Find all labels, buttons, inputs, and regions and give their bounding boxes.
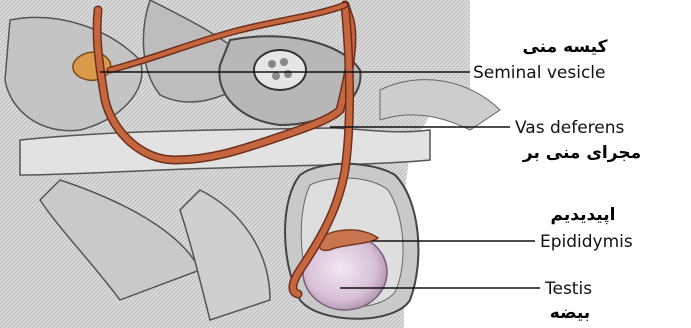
- seminal-vesicle-label-fa: کیسه منی: [522, 37, 607, 57]
- testis-label-fa: بیضه: [550, 303, 590, 323]
- seminal-vesicle-label: Seminal vesicle: [473, 63, 605, 83]
- vas-deferens-label: Vas deferens: [515, 118, 625, 138]
- vas-deferens-label-fa: مجرای منی بر: [522, 143, 641, 163]
- testis-label: Testis: [544, 279, 592, 299]
- labels: کیسه منی Seminal vesicle Vas deferens مج…: [473, 37, 641, 323]
- epididymis-label-fa: اپیدیدیم: [551, 205, 616, 225]
- epididymis-label: Epididymis: [540, 232, 633, 252]
- tissue-background: [0, 0, 500, 328]
